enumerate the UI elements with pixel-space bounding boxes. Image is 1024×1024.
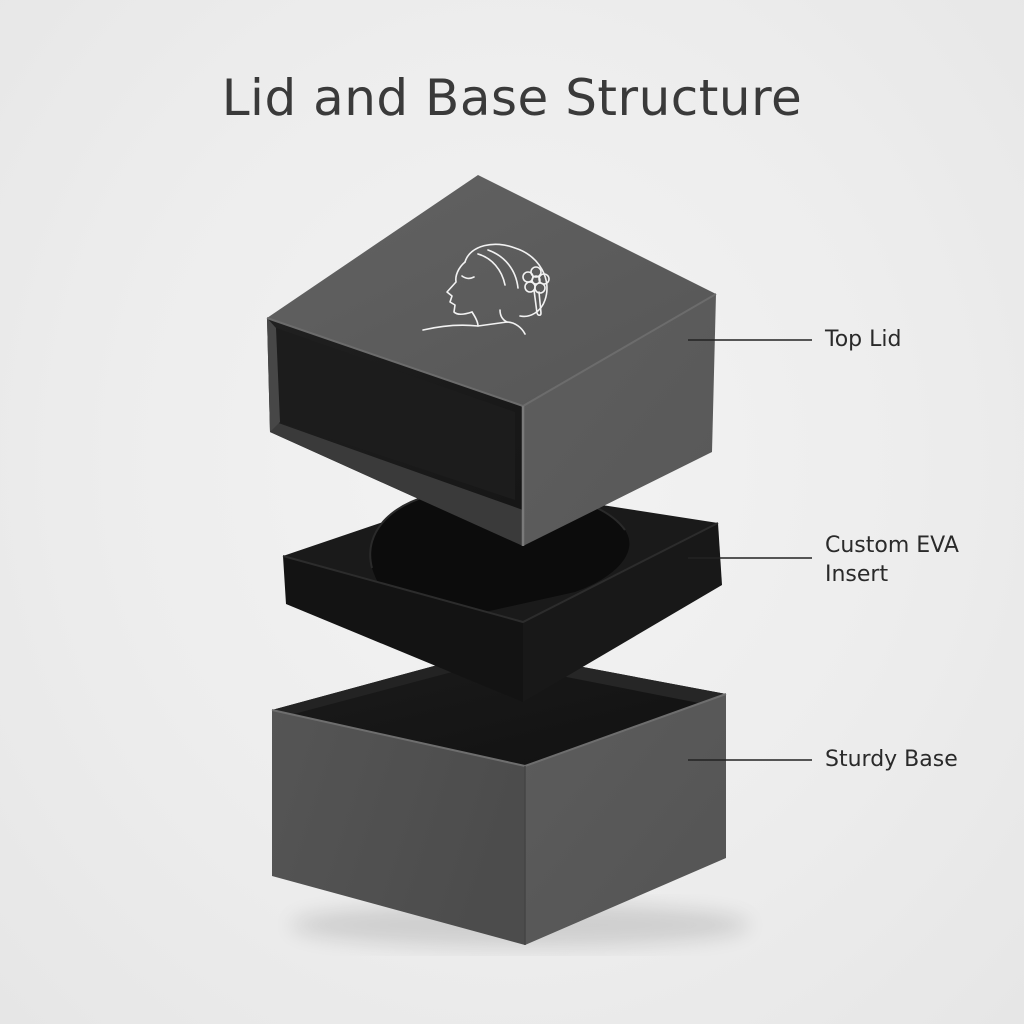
base-right-face — [525, 694, 726, 945]
sturdy-base — [271, 650, 750, 947]
label-sturdy-base: Sturdy Base — [825, 747, 958, 772]
base-front-face — [272, 710, 525, 945]
label-eva-insert: Custom EVA Insert — [825, 533, 959, 587]
insert-right-face — [523, 523, 722, 702]
lid-bottom-lip — [270, 420, 523, 546]
eva-insert — [282, 487, 722, 702]
lid-top-face — [267, 175, 716, 406]
lid-inner-ceiling — [276, 328, 515, 500]
top-lid — [266, 175, 717, 546]
woman-profile-with-flower-icon — [422, 243, 550, 335]
lid-left-wall-edge — [267, 318, 280, 432]
label-top-lid: Top Lid — [825, 327, 902, 352]
diagram-title: Lid and Base Structure — [221, 69, 803, 127]
lid-right-face — [523, 294, 716, 546]
insert-front-face — [283, 556, 523, 702]
insert-edge — [282, 522, 719, 624]
